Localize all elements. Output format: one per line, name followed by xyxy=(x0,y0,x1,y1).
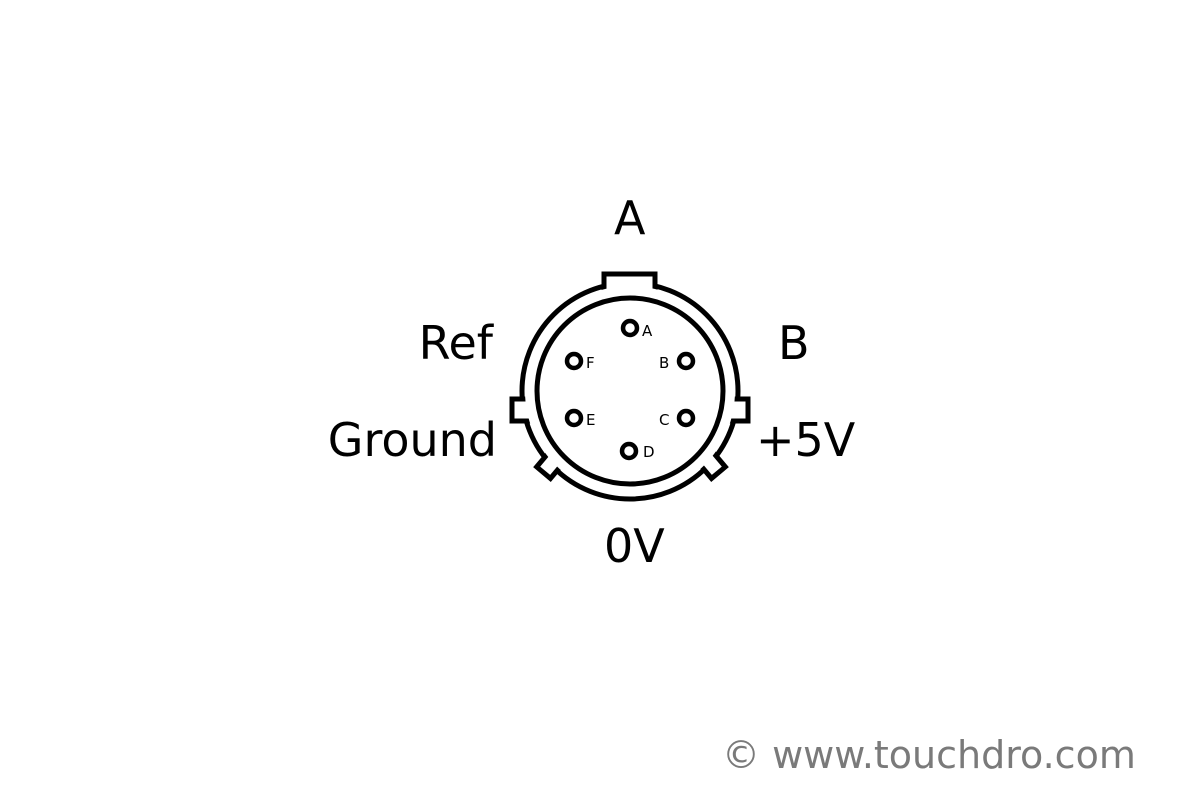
pin-b xyxy=(676,351,696,371)
pin-e xyxy=(564,408,584,428)
pin-label-e: E xyxy=(586,411,595,429)
pin-d xyxy=(619,441,639,461)
pin-label-a: A xyxy=(642,322,653,340)
pin-a xyxy=(620,318,640,338)
pin-c xyxy=(676,408,696,428)
pin-label-c: C xyxy=(659,411,669,429)
signal-label-ground: Ground xyxy=(327,413,497,467)
signal-label-a: A xyxy=(614,191,646,245)
signal-label-5v: +5V xyxy=(756,413,856,467)
signal-label-0v: 0V xyxy=(604,519,665,573)
signal-label-ref: Ref xyxy=(418,316,493,370)
pin-label-b: B xyxy=(659,354,669,372)
pin-label-f: F xyxy=(586,354,595,372)
inner-ring xyxy=(534,295,726,487)
signal-label-b: B xyxy=(778,316,810,370)
pin-f xyxy=(564,351,584,371)
copyright-watermark: © www.touchdro.com xyxy=(722,733,1136,777)
pin-label-d: D xyxy=(643,443,655,461)
